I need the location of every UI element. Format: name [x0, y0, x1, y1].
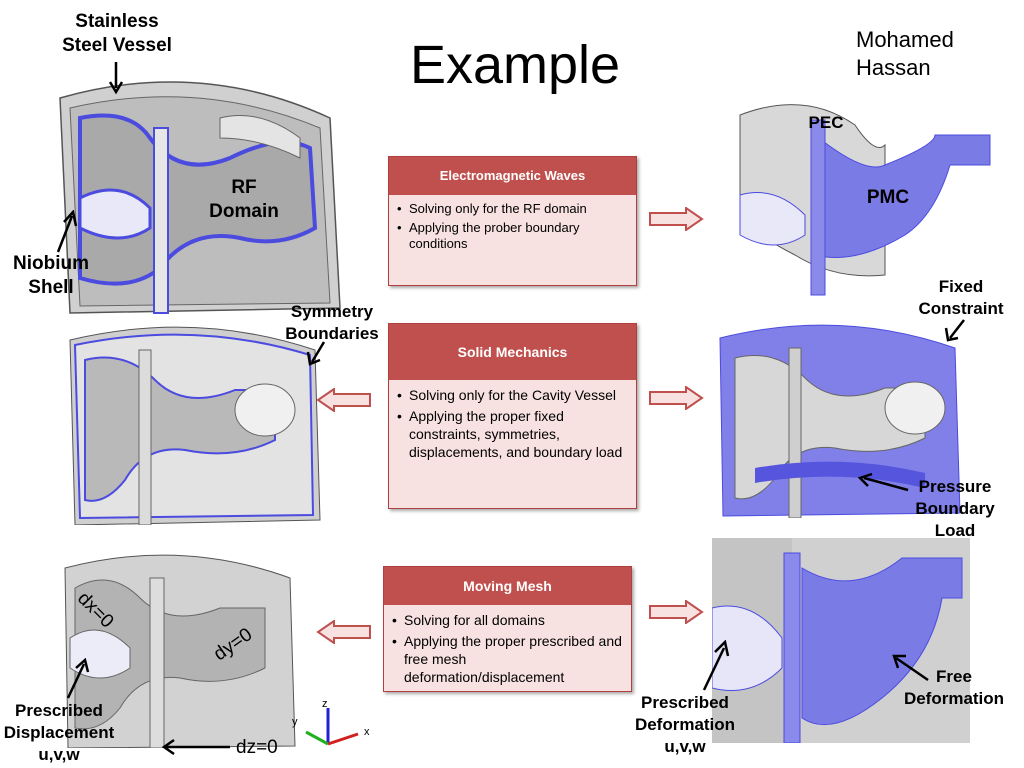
cavity-model-bottom-left	[64, 554, 296, 748]
mesh-item-text: Solving for all domains	[404, 612, 545, 628]
cavity-model-top-left	[59, 81, 341, 314]
arrow-right-row3	[649, 600, 704, 624]
label-prescribed-displacement: Prescribed Displacement u,v,w	[3, 701, 115, 764]
axis-y-label: y	[292, 716, 298, 728]
list-item: • Applying the proper prescribed and free…	[392, 632, 625, 686]
arrow-left-row3	[316, 620, 371, 644]
moving-mesh-box: Moving Mesh • Solving for all domains • Ap…	[383, 566, 632, 692]
list-item: • Applying the proper fixed constraints, …	[397, 407, 630, 461]
cavity-model-bottom-right	[712, 538, 970, 743]
bullet: •	[397, 201, 402, 216]
bullet: •	[392, 633, 397, 649]
moving-mesh-body: • Solving for all domains • Applying the p…	[384, 605, 631, 686]
bullet: •	[392, 612, 397, 628]
arrow-right-row2	[649, 386, 704, 410]
solid-mechanics-body: • Solving only for the Cavity Vessel • App…	[389, 380, 636, 461]
bullet: •	[397, 387, 402, 403]
axis-z-label: z	[322, 698, 328, 710]
label-symmetry-boundaries: Symmetry Boundaries	[285, 302, 379, 343]
arrow-pressure	[858, 472, 909, 492]
solid-item-text: Applying the proper fixed constraints, s…	[409, 408, 623, 460]
list-item: • Solving for all domains	[392, 611, 625, 629]
em-waves-title: Electromagnetic Waves	[389, 157, 636, 195]
cavity-model-middle-right	[719, 324, 961, 518]
solid-mechanics-title: Solid Mechanics	[389, 324, 636, 380]
label-pressure-boundary-load: Pressure Boundary Load	[915, 477, 995, 540]
cavity-model-middle-left	[69, 326, 321, 525]
list-item: • Applying the prober boundary conditions	[397, 220, 630, 252]
label-pec: PEC	[808, 113, 844, 132]
solid-item-text: Solving only for the Cavity Vessel	[409, 387, 616, 403]
label-fixed-constraint: Fixed Constraint	[918, 277, 1004, 318]
em-item-text: Applying the prober boundary conditions	[409, 220, 580, 251]
mesh-item-text: Applying the proper prescribed and free …	[404, 633, 622, 685]
em-item-text: Solving only for the RF domain	[409, 201, 587, 216]
label-stainless-steel-vessel: Stainless Steel Vessel	[62, 11, 172, 56]
arrow-prescribed-displacement	[66, 658, 90, 699]
label-prescribed-deformation: Prescribed Deformation u,v,w	[634, 693, 736, 756]
list-item: • Solving only for the RF domain	[397, 201, 630, 217]
slide-title: Example	[409, 35, 621, 95]
label-pmc: PMC	[866, 187, 910, 208]
axis-x-label: x	[364, 726, 370, 738]
arrow-symmetry	[306, 341, 326, 366]
arrow-dz0	[161, 738, 230, 756]
arrow-stainless	[108, 62, 124, 95]
arrow-fixed	[944, 319, 965, 342]
label-rf-domain: RF Domain	[209, 177, 279, 222]
author-name: Mohamed Hassan	[856, 27, 954, 80]
list-item: • Solving only for the Cavity Vessel	[397, 386, 630, 404]
label-niobium-shell: Niobium Shell	[13, 253, 89, 298]
bullet: •	[397, 220, 402, 235]
rf-domain-model	[739, 104, 991, 296]
label-free-deformation: Free Deformation	[903, 667, 1005, 708]
solid-mechanics-box: Solid Mechanics • Solving only for the Ca…	[388, 323, 637, 509]
axis-triad	[305, 708, 359, 746]
bullet: •	[397, 408, 402, 424]
arrow-free-deformation	[892, 654, 929, 682]
em-waves-body: • Solving only for the RF domain • Applyin…	[389, 195, 636, 252]
arrow-left-row2	[316, 388, 371, 412]
arrow-prescribed-deformation	[702, 640, 730, 691]
arrow-niobium	[56, 210, 78, 253]
label-dz0: dz=0	[236, 737, 278, 758]
arrow-right-row1	[649, 207, 704, 231]
moving-mesh-title: Moving Mesh	[384, 567, 631, 605]
em-waves-box: Electromagnetic Waves • Solving only for …	[388, 156, 637, 286]
